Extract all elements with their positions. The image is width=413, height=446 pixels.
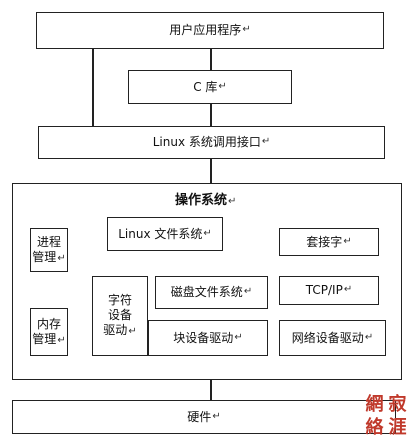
return-mark: ↵ xyxy=(343,235,352,247)
char-device-driver-line2: 设备 xyxy=(107,308,132,323)
char-device-driver-box: 字符 设备 驱动↵ xyxy=(92,276,148,356)
return-mark: ↵ xyxy=(242,24,251,36)
watermark-char-1: 網 xyxy=(365,394,384,415)
network-device-driver-box: 网络设备驱动↵ xyxy=(279,320,386,356)
return-mark: ↵ xyxy=(343,284,353,296)
tcpip-label: TCP/IP xyxy=(305,283,343,297)
return-mark: ↵ xyxy=(212,410,221,422)
block-device-driver-label: 块设备驱动 xyxy=(173,330,234,345)
process-management-box: 进程 管理↵ xyxy=(30,228,68,272)
return-mark: ↵ xyxy=(261,136,271,148)
user-application-box: 用户应用程序↵ xyxy=(36,12,384,49)
return-mark: ↵ xyxy=(243,286,253,298)
linux-filesystem-box: Linux 文件系统↵ xyxy=(107,217,223,251)
socket-label: 套接字 xyxy=(306,234,343,249)
operating-system-title-row: 操作系统↵ xyxy=(175,189,236,208)
process-management-label-line2: 管理 xyxy=(32,249,57,264)
socket-box: 套接字↵ xyxy=(279,228,379,256)
return-mark: ↵ xyxy=(128,326,137,338)
watermark-seal: 網 寂 絡 涯 xyxy=(363,394,409,440)
connector-app-clib xyxy=(210,48,212,70)
memory-management-box: 内存 管理↵ xyxy=(30,308,68,356)
connector-syscall-os xyxy=(210,158,212,183)
operating-system-title: 操作系统 xyxy=(175,193,228,208)
linux-filesystem-label: Linux 文件系统 xyxy=(118,226,203,241)
connector-os-hardware xyxy=(210,379,212,400)
return-mark: ↵ xyxy=(57,252,66,264)
linux-syscall-interface-label: Linux 系统调用接口 xyxy=(152,135,261,149)
watermark-char-4: 涯 xyxy=(388,417,407,438)
process-management-label-line1: 进程 xyxy=(36,234,61,249)
connector-app-syscall xyxy=(92,48,94,126)
c-library-label: C 库 xyxy=(193,79,218,94)
memory-management-label-line2: 管理 xyxy=(32,331,57,346)
char-device-driver-line3: 驱动 xyxy=(103,323,128,338)
user-application-label: 用户应用程序 xyxy=(169,23,242,37)
connector-clib-syscall xyxy=(210,103,212,126)
return-mark: ↵ xyxy=(234,331,243,343)
hardware-label: 硬件 xyxy=(187,409,212,424)
char-device-driver-line1: 字符 xyxy=(107,293,132,308)
network-device-driver-label: 网络设备驱动 xyxy=(291,330,364,345)
linux-syscall-interface-box: Linux 系统调用接口↵ xyxy=(38,126,385,159)
block-device-driver-box: 块设备驱动↵ xyxy=(148,320,268,356)
return-mark: ↵ xyxy=(228,196,237,207)
return-mark: ↵ xyxy=(364,331,374,343)
return-mark: ↵ xyxy=(57,334,66,346)
disk-filesystem-box: 磁盘文件系统↵ xyxy=(155,276,268,309)
tcpip-box: TCP/IP↵ xyxy=(279,276,379,305)
watermark-char-2: 寂 xyxy=(388,394,407,415)
return-mark: ↵ xyxy=(218,80,227,92)
hardware-box: 硬件↵ xyxy=(12,400,396,434)
watermark-char-3: 絡 xyxy=(365,417,384,438)
c-library-box: C 库↵ xyxy=(128,70,292,104)
return-mark: ↵ xyxy=(203,227,212,239)
disk-filesystem-label: 磁盘文件系统 xyxy=(170,285,243,299)
memory-management-label-line1: 内存 xyxy=(36,316,61,331)
